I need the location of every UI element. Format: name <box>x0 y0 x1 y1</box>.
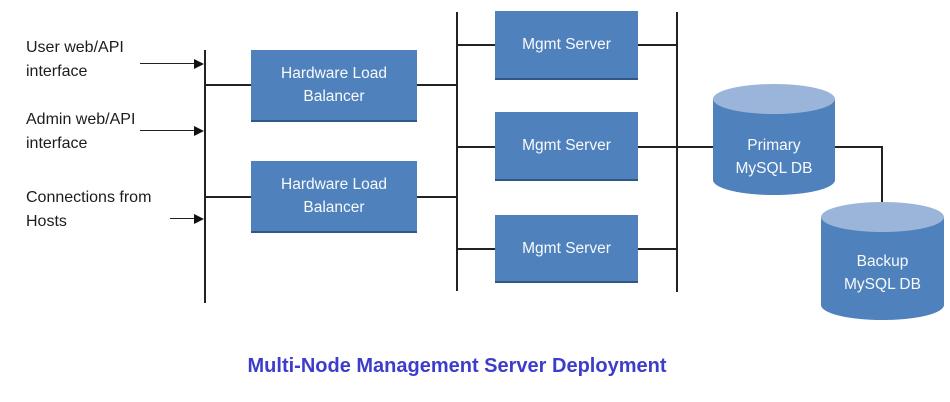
connector-mgmt1-to-bus <box>637 44 677 46</box>
input-label-line: Hosts <box>26 213 67 230</box>
bus-line-inputs <box>204 50 206 303</box>
node-label-line: Hardware Load <box>281 65 387 82</box>
input-label-line: interface <box>26 63 88 80</box>
cylinder-label-line: Backup <box>856 253 909 270</box>
node-mgmt-server-2: Mgmt Server <box>495 112 638 181</box>
node-label-line: Mgmt Server <box>522 36 611 53</box>
connector-bus-to-mgmt2 <box>456 146 496 148</box>
input-label-user-web-api: User web/API interface <box>26 36 124 84</box>
cylinder-top <box>821 202 944 232</box>
node-label-line: Hardware Load <box>281 176 387 193</box>
input-label-line: interface <box>26 135 88 152</box>
arrowhead-icon <box>194 125 204 136</box>
node-label-line: Mgmt Server <box>522 137 611 154</box>
arrow-shaft <box>170 217 196 220</box>
node-label-line: Balancer <box>303 88 365 105</box>
cylinder-backup-mysql-db: Backup MySQL DB <box>821 202 944 320</box>
arrow-admin-input <box>140 125 204 136</box>
arrow-user-input <box>140 58 204 69</box>
node-label-line: Balancer <box>303 199 365 216</box>
arrowhead-icon <box>194 58 204 69</box>
node-mgmt-server-3: Mgmt Server <box>495 215 638 283</box>
connector-lb2-to-bus <box>416 196 457 198</box>
arrowhead-icon <box>194 213 204 224</box>
connector-bus-to-lb1 <box>204 84 252 86</box>
connector-primary-db-out <box>835 146 882 148</box>
bus-line-servers <box>676 12 678 292</box>
bus-line-balancers <box>456 12 458 291</box>
node-mgmt-server-1: Mgmt Server <box>495 11 638 80</box>
input-label-connections-hosts: Connections from Hosts <box>26 186 151 234</box>
cylinder-label-line: Primary <box>747 137 801 154</box>
connector-primary-to-backup-db <box>881 146 883 210</box>
connector-bus-to-mgmt3 <box>456 248 496 250</box>
connector-lb1-to-bus <box>416 84 457 86</box>
input-label-admin-web-api: Admin web/API interface <box>26 108 135 156</box>
node-load-balancer-1: Hardware Load Balancer <box>251 50 417 122</box>
cylinder-label-line: MySQL DB <box>844 276 921 293</box>
node-load-balancer-2: Hardware Load Balancer <box>251 161 417 233</box>
input-label-line: Connections from <box>26 189 152 206</box>
input-label-line: User web/API <box>26 39 124 56</box>
input-label-line: Admin web/API <box>26 111 136 128</box>
arrow-shaft <box>140 129 196 132</box>
diagram-title: Multi-Node Management Server Deployment <box>247 355 667 377</box>
cylinder-label-line: MySQL DB <box>735 160 813 177</box>
cylinder-top <box>713 84 835 114</box>
node-label-line: Mgmt Server <box>522 239 611 257</box>
connector-bus-to-mgmt1 <box>456 44 496 46</box>
connector-bus-to-lb2 <box>204 196 252 198</box>
cylinder-label: Backup MySQL DB <box>821 250 944 296</box>
connector-mgmt2-to-primary-db <box>637 146 715 148</box>
cylinder-primary-mysql-db: Primary MySQL DB <box>713 84 835 195</box>
connector-mgmt3-to-bus <box>637 248 677 250</box>
arrow-hosts-input <box>170 213 204 224</box>
cylinder-label: Primary MySQL DB <box>713 134 835 180</box>
arrow-shaft <box>140 62 196 65</box>
